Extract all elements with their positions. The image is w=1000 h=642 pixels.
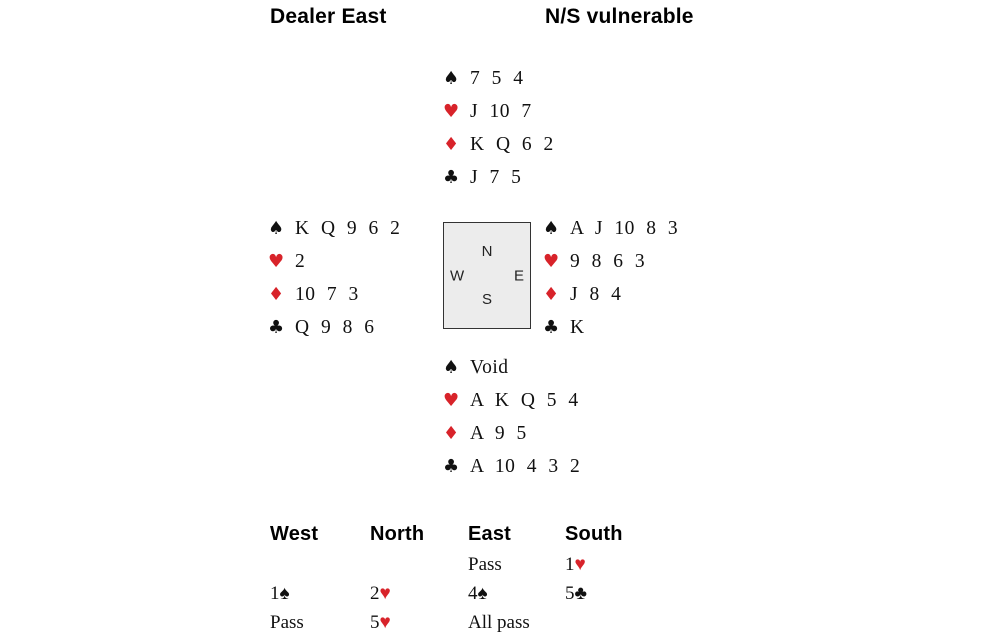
north-clubs-row: ♣ J 7 5 xyxy=(443,161,554,194)
south-diamonds-row: ♦ A 9 5 xyxy=(443,417,580,450)
auction-header-north: North xyxy=(370,523,425,545)
south-hand: ♠ Void ♥ A K Q 5 4 ♦ A 9 5 ♣ A 10 4 3 2 xyxy=(443,351,580,483)
west-spades-row: ♠ K Q 9 6 2 xyxy=(268,212,400,245)
south-diamonds-cards: A 9 5 xyxy=(470,422,527,444)
west-diamonds-row: ♦ 10 7 3 xyxy=(268,278,400,311)
diamond-icon: ♦ xyxy=(268,283,285,305)
auction-cell: 1♥ xyxy=(565,554,586,575)
west-hand: ♠ K Q 9 6 2 ♥ 2 ♦ 10 7 3 ♣ Q 9 8 6 xyxy=(268,212,400,344)
spade-icon: ♠ xyxy=(443,67,460,89)
north-diamonds-cards: K Q 6 2 xyxy=(470,133,554,155)
north-spades-cards: 7 5 4 xyxy=(470,67,524,89)
auction-cell: 1♠ xyxy=(270,583,290,604)
auction-cell: 5♣ xyxy=(565,583,587,604)
auction-header-east: East xyxy=(468,523,512,545)
club-icon: ♣ xyxy=(268,316,285,338)
auction-cell: 4♠ xyxy=(468,583,488,604)
vulnerability-label: N/S vulnerable xyxy=(545,5,694,28)
west-hearts-row: ♥ 2 xyxy=(268,245,400,278)
east-hand: ♠ A J 10 8 3 ♥ 9 8 6 3 ♦ J 8 4 ♣ K xyxy=(543,212,678,344)
diamond-icon: ♦ xyxy=(443,133,460,155)
east-spades-cards: A J 10 8 3 xyxy=(570,217,679,239)
spade-icon: ♠ xyxy=(543,217,560,239)
auction-cell: All pass xyxy=(468,612,530,633)
heart-icon: ♥ xyxy=(543,250,560,272)
south-clubs-cards: A 10 4 3 2 xyxy=(470,455,581,477)
auction-header-south: South xyxy=(565,523,623,545)
north-clubs-cards: J 7 5 xyxy=(470,166,522,188)
compass-south-label: S xyxy=(481,291,493,308)
west-hearts-cards: 2 xyxy=(295,250,306,272)
auction-cell: Pass xyxy=(468,554,502,575)
compass-north-label: N xyxy=(481,243,493,260)
north-diamonds-row: ♦ K Q 6 2 xyxy=(443,128,554,161)
south-clubs-row: ♣ A 10 4 3 2 xyxy=(443,450,580,483)
spade-icon: ♠ xyxy=(443,356,460,378)
east-clubs-cards: K xyxy=(570,316,585,338)
north-hand: ♠ 7 5 4 ♥ J 10 7 ♦ K Q 6 2 ♣ J 7 5 xyxy=(443,62,554,194)
east-hearts-row: ♥ 9 8 6 3 xyxy=(543,245,678,278)
auction-cell xyxy=(565,612,675,641)
compass-box: N E S W xyxy=(443,222,531,329)
north-hearts-cards: J 10 7 xyxy=(470,100,532,122)
east-clubs-row: ♣ K xyxy=(543,311,678,344)
auction-header-west: West xyxy=(270,523,319,545)
club-icon: ♣ xyxy=(443,455,460,477)
auction-table: West North East South Pass 1♥ 1♠ 2♥ 4♠ 5… xyxy=(270,523,675,641)
south-spades-cards: Void xyxy=(470,356,509,378)
dealer-label: Dealer East xyxy=(270,5,387,28)
west-clubs-cards: Q 9 8 6 xyxy=(295,316,375,338)
south-hearts-cards: A K Q 5 4 xyxy=(470,389,579,411)
west-diamonds-cards: 10 7 3 xyxy=(295,283,359,305)
auction-cell xyxy=(370,554,468,583)
east-spades-row: ♠ A J 10 8 3 xyxy=(543,212,678,245)
diamond-icon: ♦ xyxy=(543,283,560,305)
south-spades-row: ♠ Void xyxy=(443,351,580,384)
club-icon: ♣ xyxy=(543,316,560,338)
compass-east-label: E xyxy=(513,267,524,284)
compass-west-label: W xyxy=(450,267,465,284)
west-clubs-row: ♣ Q 9 8 6 xyxy=(268,311,400,344)
heart-icon: ♥ xyxy=(443,100,460,122)
heart-icon: ♥ xyxy=(268,250,285,272)
heart-icon: ♥ xyxy=(443,389,460,411)
auction-cell: 2♥ xyxy=(370,583,391,604)
auction-cell: 5♥ xyxy=(370,612,391,633)
north-hearts-row: ♥ J 10 7 xyxy=(443,95,554,128)
auction-cell xyxy=(270,554,370,583)
club-icon: ♣ xyxy=(443,166,460,188)
auction-cell: Pass xyxy=(270,612,304,633)
east-diamonds-cards: J 8 4 xyxy=(570,283,622,305)
north-spades-row: ♠ 7 5 4 xyxy=(443,62,554,95)
spade-icon: ♠ xyxy=(268,217,285,239)
west-spades-cards: K Q 9 6 2 xyxy=(295,217,401,239)
diamond-icon: ♦ xyxy=(443,422,460,444)
east-hearts-cards: 9 8 6 3 xyxy=(570,250,646,272)
south-hearts-row: ♥ A K Q 5 4 xyxy=(443,384,580,417)
east-diamonds-row: ♦ J 8 4 xyxy=(543,278,678,311)
